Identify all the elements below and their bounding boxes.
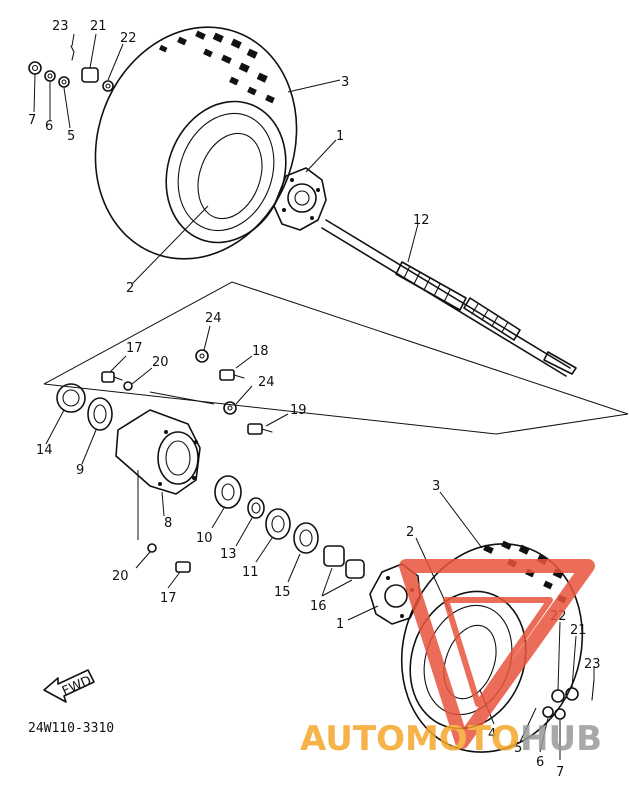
assembly-box-top [43,281,629,415]
callout-3: 3 [341,75,349,90]
callout-17b: 17 [160,591,177,606]
callout-4: 4 [488,727,496,742]
callout-13: 13 [220,547,237,562]
fwd-label: FWD [60,673,94,699]
callout-24b: 24 [258,375,275,390]
callout-16: 16 [310,599,327,614]
callout-17: 17 [126,341,143,356]
top-fasteners [28,33,124,129]
fwd-arrow: FWD [43,669,95,703]
top-tire [94,26,298,260]
watermark-text-red: AUTOMOTO [300,719,520,759]
callout-6: 6 [45,119,53,134]
callout-12: 12 [413,213,430,228]
callout-8: 8 [164,516,172,531]
hub-housing [45,325,289,589]
bottom-fasteners [479,621,595,760]
watermark-text-gray: HUB [520,719,602,759]
callout-15: 15 [274,585,291,600]
watermark-logo: AUTOMOTO HUB [300,559,602,759]
callout-7: 7 [28,113,36,128]
callout-20: 20 [152,355,169,370]
callout-22: 22 [120,31,137,46]
callout-19: 19 [290,403,307,418]
callout-20b: 20 [112,569,129,584]
callout-14: 14 [36,443,53,458]
callout-21b: 21 [570,623,587,638]
callout-1: 1 [336,129,344,144]
callout-2b: 2 [406,525,414,540]
leader-3a [287,79,341,93]
callout-23: 23 [52,19,69,34]
callout-11: 11 [242,565,259,580]
axle-shaft [321,219,577,377]
callout-5b: 5 [514,741,522,756]
callout-23b: 23 [584,657,601,672]
leader-2a [131,205,209,285]
top-hub-flange [273,139,337,231]
callout-9: 9 [76,463,84,478]
top-tire-tread [159,30,275,104]
callout-21: 21 [90,19,107,34]
assembly-box-bottom [43,383,629,435]
callout-1b: 1 [336,617,344,632]
callout-5: 5 [67,129,75,144]
part-code: 24W110-3310 [28,721,114,736]
callout-6b: 6 [536,755,544,770]
callout-24: 24 [205,311,222,326]
callout-3b: 3 [432,479,440,494]
callout-18: 18 [252,344,269,359]
callout-2: 2 [126,281,134,296]
callout-7b: 7 [556,765,564,780]
bearings-and-seals [211,475,365,597]
callout-10: 10 [196,531,213,546]
